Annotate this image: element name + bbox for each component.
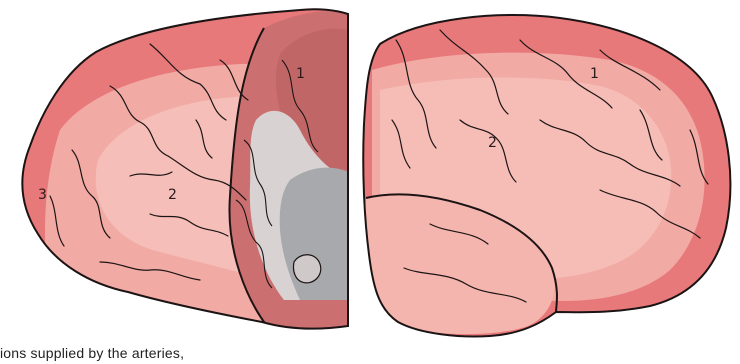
left-territory-3-label: 3	[38, 187, 47, 203]
right-territory-1-label: 1	[590, 66, 599, 82]
right-hemisphere: 1 2	[360, 0, 740, 340]
left-territory-1-label: 1	[296, 66, 305, 82]
left-territory-2-label: 2	[168, 187, 177, 203]
left-hemisphere: 3 2 1	[0, 0, 360, 340]
right-territory-2-label: 2	[488, 135, 497, 151]
figure-caption: gions supplied by the arteries,	[0, 345, 184, 361]
